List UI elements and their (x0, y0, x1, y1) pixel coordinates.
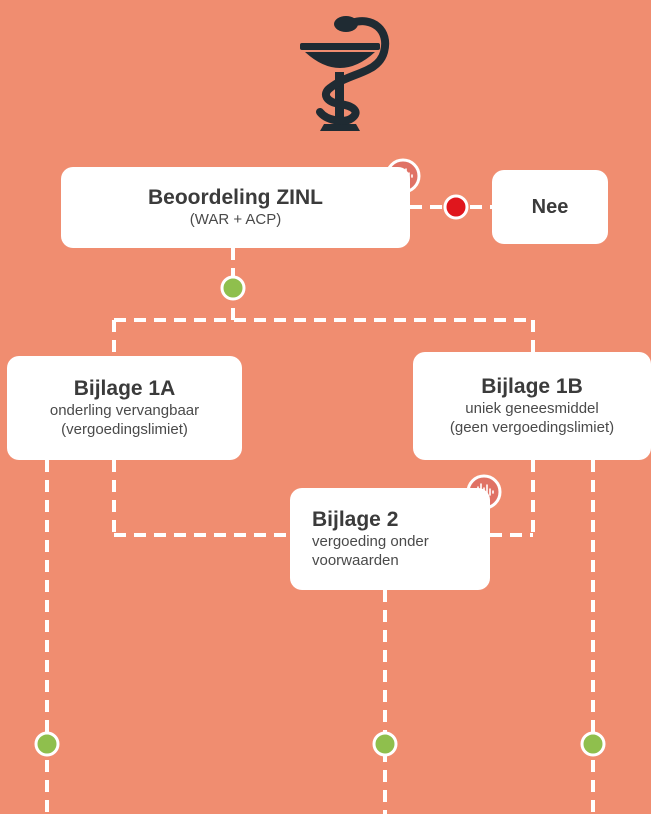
bijlage-1a-line1: onderling vervangbaar (49, 402, 200, 419)
bijlage-1b-title: Bijlage 1B (481, 375, 583, 398)
outcome-node-1b (580, 731, 606, 757)
bijlage-1a-line2: (vergoedingslimiet) (61, 421, 188, 438)
zinl-assessment-box: Beoordeling ZINL (WAR + ACP) (61, 167, 410, 248)
bijlage-1b-box: Bijlage 1B uniek geneesmiddel (geen verg… (413, 352, 651, 460)
zinl-title: Beoordeling ZINL (148, 186, 323, 209)
bijlage-1a-box: Bijlage 1A onderling vervangbaar (vergoe… (7, 356, 242, 460)
nee-box: Nee (492, 170, 608, 244)
zinl-subtitle: (WAR + ACP) (189, 211, 282, 228)
outcome-node-1a (34, 731, 60, 757)
bijlage-1a-title: Bijlage 1A (73, 377, 176, 400)
bijlage-2-title: Bijlage 2 (312, 508, 399, 531)
outcome-node-2 (372, 731, 398, 757)
bijlage-2-line2: voorwaarden (312, 552, 399, 569)
yes-decision-node (220, 275, 246, 301)
bowl-of-hygieia-icon (300, 16, 390, 131)
bijlage-2-box: Bijlage 2 vergoeding onder voorwaarden (290, 488, 490, 590)
bijlage-1b-line1: uniek geneesmiddel (465, 400, 599, 417)
no-decision-node (443, 194, 469, 220)
bijlage-1b-line2: (geen vergoedingslimiet) (449, 419, 615, 436)
nee-title: Nee (531, 195, 569, 218)
bijlage-2-line1: vergoeding onder (312, 533, 429, 550)
